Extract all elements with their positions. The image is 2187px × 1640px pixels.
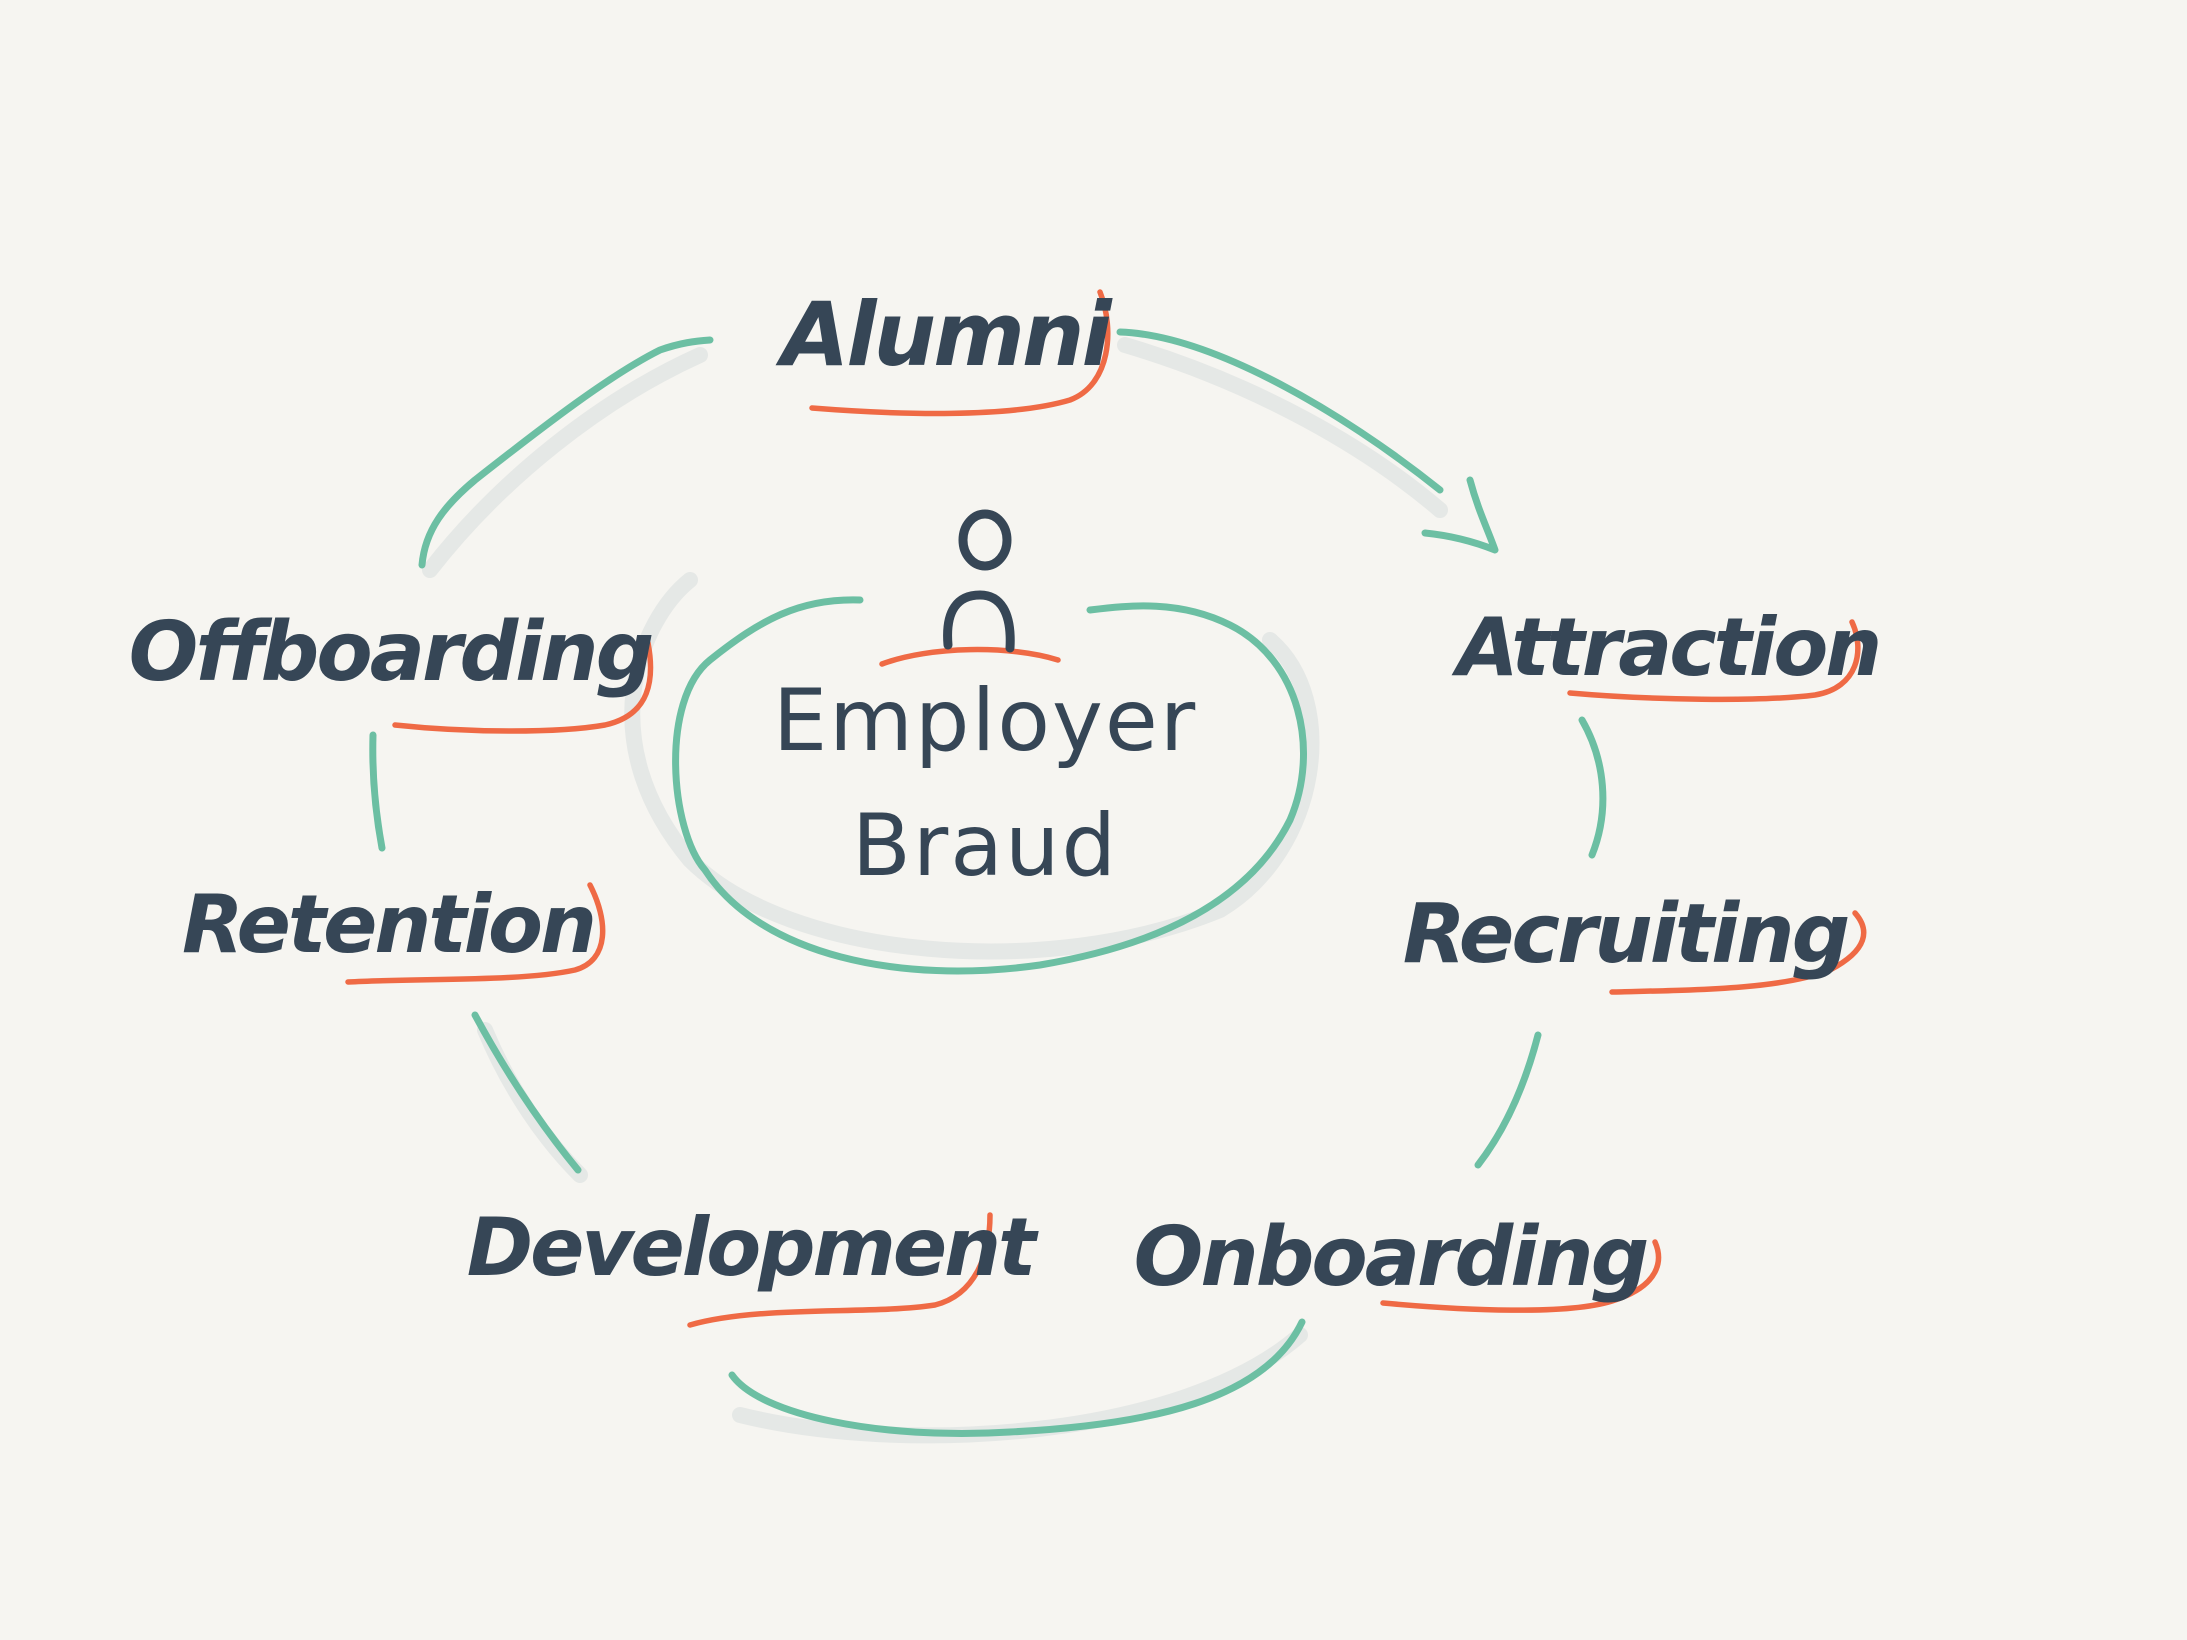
connector-alumni-to-attraction [1116,328,1444,494]
underline-onboarding [1380,1239,1662,1313]
node-development: Development [467,1201,1039,1294]
underline-development [687,1212,993,1328]
node-alumni: Alumni [775,283,1113,386]
node-attraction: Attraction [1451,601,1879,694]
person-icon [943,509,1015,653]
center-circle [672,596,1307,975]
center-label-line1: Employer [773,671,1197,771]
underline-recruiting [1609,910,1867,995]
underline-offboarding [392,640,654,734]
center-label-group: Employer Braud [773,671,1197,896]
connector-development-to-retention [471,1011,582,1174]
node-labels: Alumni Attraction Recruiting Onboarding … [129,283,1883,1305]
connector-onboarding-to-development [728,1318,1306,1437]
underline-alumni [809,289,1111,417]
arrow-head-icon [1421,476,1499,554]
underline-person [879,646,1061,667]
center-label-line2: Braud [852,796,1118,896]
underline-marks [345,289,1867,1328]
node-retention: Retention [182,878,594,971]
cycle-connectors [369,328,1607,1437]
node-onboarding: Onboarding [1134,1210,1647,1305]
connector-attraction-to-recruiting [1578,716,1607,859]
underline-retention [345,882,606,985]
connector-recruiting-to-onboarding [1474,1031,1542,1169]
node-recruiting: Recruiting [1403,887,1848,982]
node-offboarding: Offboarding [129,605,652,700]
connector-offboarding-to-alumni [418,336,714,569]
underline-attraction [1567,619,1861,703]
connector-retention-to-offboarding [369,731,386,852]
